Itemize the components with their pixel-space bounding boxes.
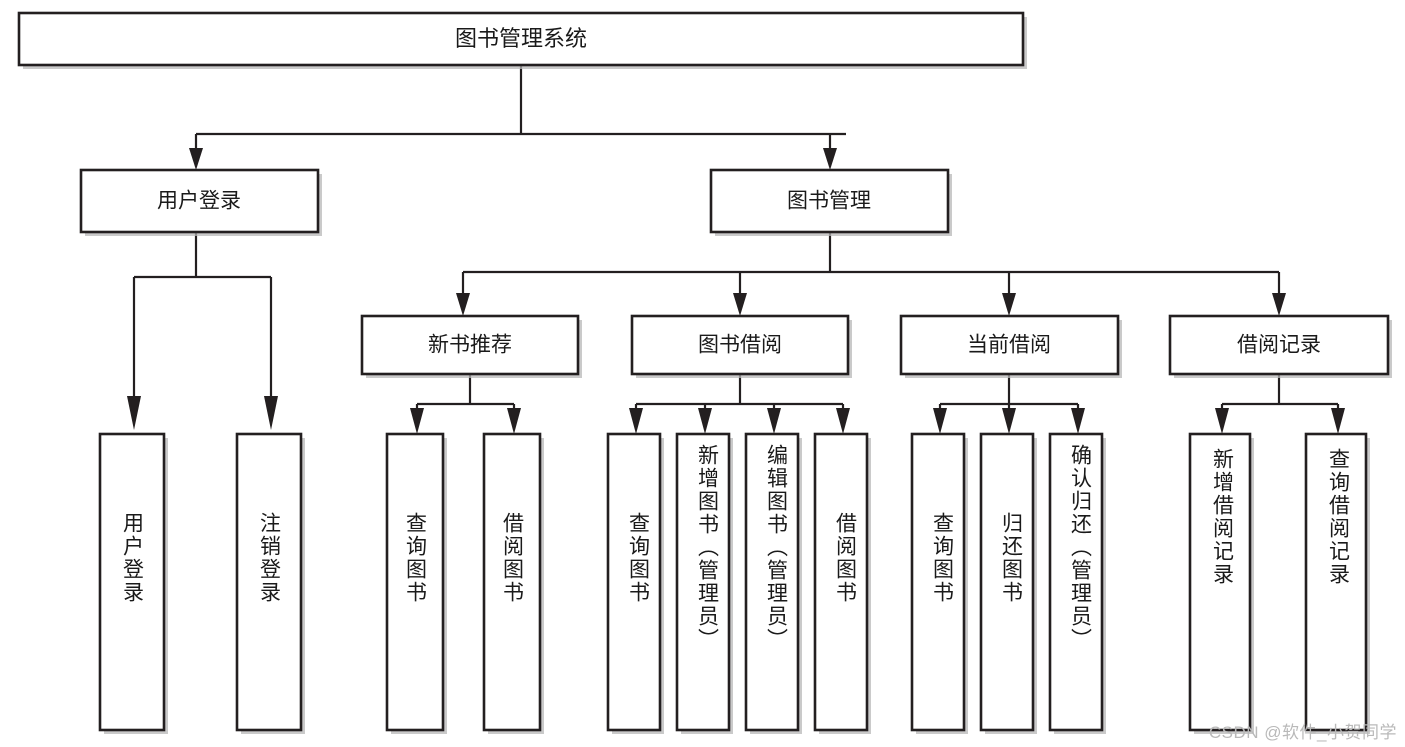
node-book-management-label: 图书管理 (787, 190, 871, 213)
arrowhead-current-borrow (1002, 293, 1016, 316)
node-leaf-query-book-2[interactable] (606, 432, 664, 734)
node-user-login[interactable]: 用户登录 (79, 168, 322, 236)
node-borrow-record-label: 借阅记录 (1237, 334, 1321, 357)
node-leaf-confirm-return[interactable] (1048, 432, 1106, 734)
csdn-watermark: CSDN @软件_小贺同学 (1208, 723, 1397, 742)
node-leaf-query-record[interactable] (1304, 432, 1370, 734)
arrowhead-leaf-edit-book (767, 408, 781, 434)
node-user-login-label: 用户登录 (157, 190, 241, 213)
arrowhead-leaf-query-book-2 (629, 408, 643, 434)
arrowhead-leaf-borrow-book-1 (507, 408, 521, 434)
node-leaf-edit-book[interactable] (744, 432, 802, 734)
arrowhead-leaf-return-book (1002, 408, 1016, 434)
node-leaf-add-record[interactable] (1188, 432, 1254, 734)
arrowhead-leaf-query-book-3 (933, 408, 947, 434)
node-current-borrow[interactable]: 当前借阅 (899, 314, 1122, 378)
node-new-book-recommend[interactable]: 新书推荐 (360, 314, 582, 378)
arrowhead-book-management (823, 148, 837, 170)
node-root[interactable]: 图书管理系统 (17, 11, 1027, 69)
node-layer: 图书管理系统 用户登录 图书管理 新书推荐 (17, 11, 1392, 734)
arrowhead-leaf-query-record (1331, 408, 1345, 434)
arrowhead-book-borrow (733, 293, 747, 316)
arrowhead-leaf-query-book-1 (410, 408, 424, 434)
node-leaf-borrow-book-1[interactable] (482, 432, 544, 734)
node-current-borrow-label: 当前借阅 (967, 334, 1051, 357)
arrowhead-leaf-user-login (127, 396, 141, 430)
edge-layer (127, 65, 1345, 434)
arrowhead-leaf-add-book (698, 408, 712, 434)
node-new-book-recommend-label: 新书推荐 (428, 334, 512, 357)
arrowhead-leaf-confirm-return (1071, 408, 1085, 434)
node-leaf-add-book[interactable] (675, 432, 733, 734)
node-book-management[interactable]: 图书管理 (709, 168, 952, 236)
arrowhead-user-login (189, 148, 203, 170)
node-book-borrow-label: 图书借阅 (698, 334, 782, 357)
arrowhead-leaf-add-record (1215, 408, 1229, 434)
arrowhead-new-book-recommend (456, 293, 470, 316)
node-leaf-query-book-1[interactable] (385, 432, 447, 734)
node-leaf-user-login[interactable] (98, 432, 168, 734)
arrowhead-leaf-logout (264, 396, 278, 430)
node-leaf-logout[interactable] (235, 432, 305, 734)
node-leaf-return-book[interactable] (979, 432, 1037, 734)
node-leaf-query-book-3[interactable] (910, 432, 968, 734)
node-root-label: 图书管理系统 (455, 26, 587, 51)
node-book-borrow[interactable]: 图书借阅 (630, 314, 852, 378)
arrowhead-borrow-record (1272, 293, 1286, 316)
node-leaf-borrow-book-2[interactable] (813, 432, 871, 734)
arrowhead-leaf-borrow-book-2 (836, 408, 850, 434)
node-borrow-record[interactable]: 借阅记录 (1168, 314, 1392, 378)
